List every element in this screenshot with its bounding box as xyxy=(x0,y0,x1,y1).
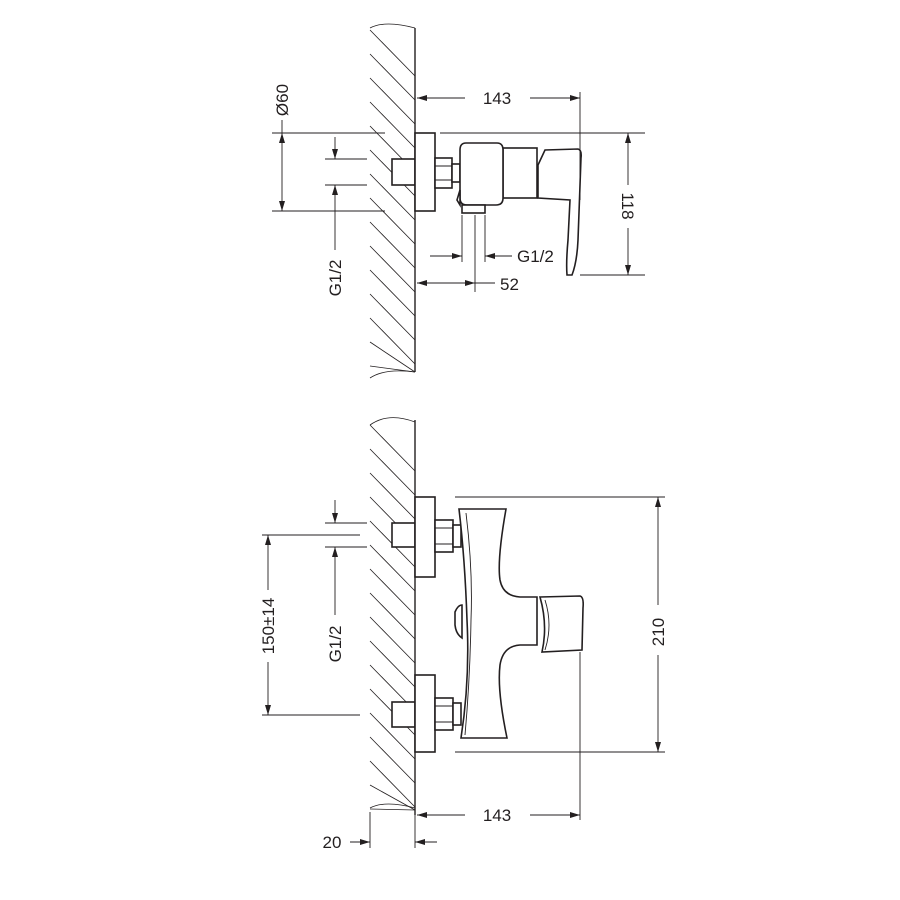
hatch-line xyxy=(369,544,416,592)
hatch-line xyxy=(369,245,416,293)
hatch-line xyxy=(369,592,416,640)
mixer-body xyxy=(459,142,504,206)
hatch-line xyxy=(369,616,416,664)
dim-wall-offset-label: 20 xyxy=(323,833,342,852)
hatch-line xyxy=(369,77,416,125)
hatch-line xyxy=(369,784,416,811)
dimensions-side: 143 Ø60 G1/2 118 G1/2 52 xyxy=(272,84,645,297)
faucet-front xyxy=(391,496,584,753)
cartridge xyxy=(502,147,538,199)
dim-depth-label: 143 xyxy=(483,806,511,825)
hatch-line xyxy=(369,197,416,245)
hatch-line xyxy=(369,448,416,496)
lower-nut xyxy=(434,697,454,731)
hatch-line xyxy=(369,808,416,811)
wall-hatching-top xyxy=(369,23,416,379)
dim-height-label: 118 xyxy=(618,192,637,219)
hatch-line xyxy=(369,640,416,688)
dimensions-front: 210 150±14 G1/2 143 20 xyxy=(259,496,668,852)
lower-flange xyxy=(414,674,436,753)
mixer-body-front xyxy=(458,508,538,739)
dim-outlet-thread-label: G1/2 xyxy=(517,247,554,266)
inlet-pipe-stub xyxy=(391,158,416,186)
faucet-side xyxy=(391,132,582,276)
hatch-line xyxy=(369,173,416,221)
hatch-line xyxy=(369,293,416,341)
side-view: 143 Ø60 G1/2 118 G1/2 52 xyxy=(272,23,645,379)
nut xyxy=(434,157,453,189)
hatch-line xyxy=(369,29,416,77)
dim-inlet-thread-label: G1/2 xyxy=(326,260,345,297)
wall-flange xyxy=(414,132,436,212)
hatch-line xyxy=(369,568,416,616)
handle-front xyxy=(538,595,584,653)
hatch-line xyxy=(369,424,416,472)
dim-flange-diameter-label: Ø60 xyxy=(273,84,292,116)
upper-flange xyxy=(414,496,436,578)
hatch-line xyxy=(369,269,416,317)
upper-nut xyxy=(434,519,454,553)
hatch-line xyxy=(369,736,416,784)
wall-hatching-bottom xyxy=(369,417,416,815)
hatch-line xyxy=(369,365,416,373)
hatch-line xyxy=(369,53,416,101)
hatch-line xyxy=(369,472,416,520)
dim-inlet-spacing-label: 150±14 xyxy=(259,598,278,655)
dim-outlet-offset-label: 52 xyxy=(500,275,519,294)
hatch-line xyxy=(369,317,416,365)
hatch-line xyxy=(369,760,416,808)
dim-height-front-label: 210 xyxy=(649,618,668,646)
hatch-line xyxy=(369,712,416,760)
dim-width-label: 143 xyxy=(483,89,511,108)
outlet-spigot xyxy=(461,204,486,214)
dim-inlet-thread-front-label: G1/2 xyxy=(326,626,345,663)
hatch-line xyxy=(369,221,416,269)
front-view: 210 150±14 G1/2 143 20 xyxy=(259,417,668,852)
hatch-line xyxy=(369,341,416,373)
body-bump xyxy=(454,604,463,640)
hatch-line xyxy=(369,101,416,149)
